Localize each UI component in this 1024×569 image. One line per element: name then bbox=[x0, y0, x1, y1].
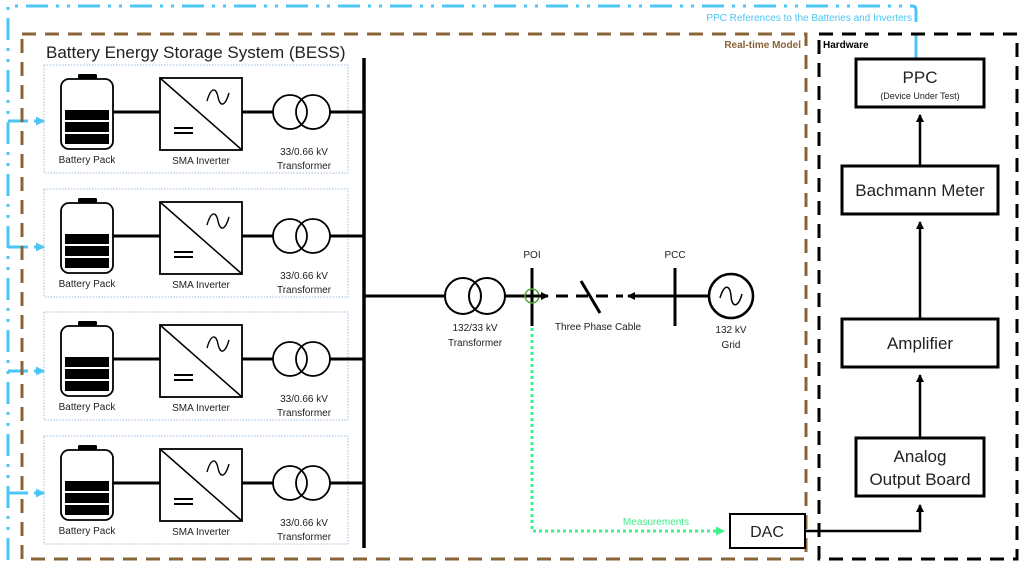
unit-transformer-rating: 33/0.66 kV bbox=[280, 147, 328, 158]
bess-unit-frame bbox=[43, 64, 349, 174]
main-transformer-rating: 132/33 kV bbox=[452, 323, 497, 334]
inverter-icon bbox=[159, 77, 243, 151]
unit-transformer-icon bbox=[272, 218, 331, 254]
inverter-icon bbox=[159, 448, 243, 522]
grid-rating: 132 kV bbox=[715, 325, 746, 336]
measurement-signal: Measurements bbox=[530, 328, 725, 536]
battery-pack-label: Battery Pack bbox=[59, 526, 117, 537]
unit-transformer-icon bbox=[272, 341, 331, 377]
ac-sine-icon bbox=[206, 89, 230, 105]
battery-pack-icon bbox=[60, 321, 114, 397]
bess-unit: Battery Pack SMA Inverter 33/0.66 kV Transf… bbox=[43, 435, 364, 545]
unit-transformer-label: Transformer bbox=[277, 408, 332, 419]
unit-transformer-rating: 33/0.66 kV bbox=[280, 394, 328, 405]
pcc-label: PCC bbox=[664, 250, 685, 261]
realtime-model-region: Real-time Model bbox=[20, 32, 808, 561]
main-transformer-winding-1 bbox=[444, 277, 482, 315]
bess-unit: Battery Pack SMA Inverter 33/0.66 kV Transf… bbox=[43, 311, 364, 421]
grid-source-icon bbox=[707, 272, 755, 320]
grid-label: Grid bbox=[722, 340, 741, 351]
cable-label: Three Phase Cable bbox=[555, 322, 642, 333]
battery-pack-icon bbox=[60, 198, 114, 274]
inverter-icon bbox=[159, 201, 243, 275]
unit-transformer-icon bbox=[272, 465, 331, 501]
bess-unit: Battery Pack SMA Inverter 33/0.66 kV Transf… bbox=[43, 188, 364, 298]
main-transformer: 132/33 kV Transformer bbox=[364, 277, 506, 349]
dac-to-analog-wire bbox=[805, 504, 924, 533]
dac-block: DAC bbox=[729, 513, 806, 549]
ac-sine-icon bbox=[206, 336, 230, 352]
pcc-node: PCC bbox=[664, 250, 686, 326]
main-transformer-label: Transformer bbox=[448, 338, 503, 349]
inverter-label: SMA Inverter bbox=[172, 156, 230, 167]
ppc-reference-signal: PPC References to the Batteries and Inve… bbox=[6, 4, 918, 560]
bachmann-meter-block: Bachmann Meter bbox=[840, 164, 1000, 216]
hardware-label: Hardware bbox=[823, 40, 869, 51]
inverter-label: SMA Inverter bbox=[172, 403, 230, 414]
analog-output-line1: Analog bbox=[894, 447, 947, 466]
poi-node: POI bbox=[505, 250, 541, 326]
poi-label: POI bbox=[523, 250, 540, 261]
bess-unit-frame bbox=[43, 435, 349, 545]
ppc-label: PPC bbox=[903, 68, 938, 87]
unit-transformer-label: Transformer bbox=[277, 285, 332, 296]
realtime-model-label: Real-time Model bbox=[724, 40, 801, 51]
battery-pack-label: Battery Pack bbox=[59, 402, 117, 413]
dac-label: DAC bbox=[750, 524, 784, 541]
cable-switch bbox=[579, 280, 602, 314]
analog-output-board: Analog Output Board bbox=[854, 436, 986, 498]
bess-unit: Battery Pack SMA Inverter 33/0.66 kV Transf… bbox=[43, 64, 364, 174]
unit-transformer-rating: 33/0.66 kV bbox=[280, 518, 328, 529]
ac-sine-icon bbox=[206, 460, 230, 476]
measurements-label: Measurements bbox=[623, 517, 689, 528]
amplifier-block: Amplifier bbox=[840, 317, 1000, 369]
three-phase-cable: Three Phase Cable bbox=[532, 280, 674, 333]
battery-pack-label: Battery Pack bbox=[59, 279, 117, 290]
unit-transformer-icon bbox=[272, 94, 331, 130]
unit-transformer-rating: 33/0.66 kV bbox=[280, 271, 328, 282]
main-transformer-winding-2 bbox=[468, 277, 506, 315]
bess-unit-frame bbox=[43, 311, 349, 421]
analog-output-line2: Output Board bbox=[869, 470, 970, 489]
amplifier-label: Amplifier bbox=[887, 334, 953, 353]
inverter-label: SMA Inverter bbox=[172, 280, 230, 291]
unit-transformer-label: Transformer bbox=[277, 532, 332, 543]
bess-title: Battery Energy Storage System (BESS) bbox=[46, 43, 346, 62]
battery-pack-icon bbox=[60, 445, 114, 521]
inverter-icon bbox=[159, 324, 243, 398]
grid-source: 132 kV Grid bbox=[675, 272, 755, 351]
ppc-sublabel: (Device Under Test) bbox=[880, 91, 959, 101]
inverter-label: SMA Inverter bbox=[172, 527, 230, 538]
battery-pack-label: Battery Pack bbox=[59, 155, 117, 166]
ac-sine-icon bbox=[719, 286, 743, 306]
ppc-block: PPC (Device Under Test) bbox=[854, 57, 986, 109]
battery-pack-icon bbox=[60, 74, 114, 150]
ppc-references-label: PPC References to the Batteries and Inve… bbox=[706, 13, 912, 24]
bachmann-meter-label: Bachmann Meter bbox=[855, 181, 985, 200]
bess-unit-frame bbox=[43, 188, 349, 298]
unit-transformer-label: Transformer bbox=[277, 161, 332, 172]
ac-sine-icon bbox=[206, 213, 230, 229]
hardware-region: Hardware bbox=[817, 32, 1019, 561]
